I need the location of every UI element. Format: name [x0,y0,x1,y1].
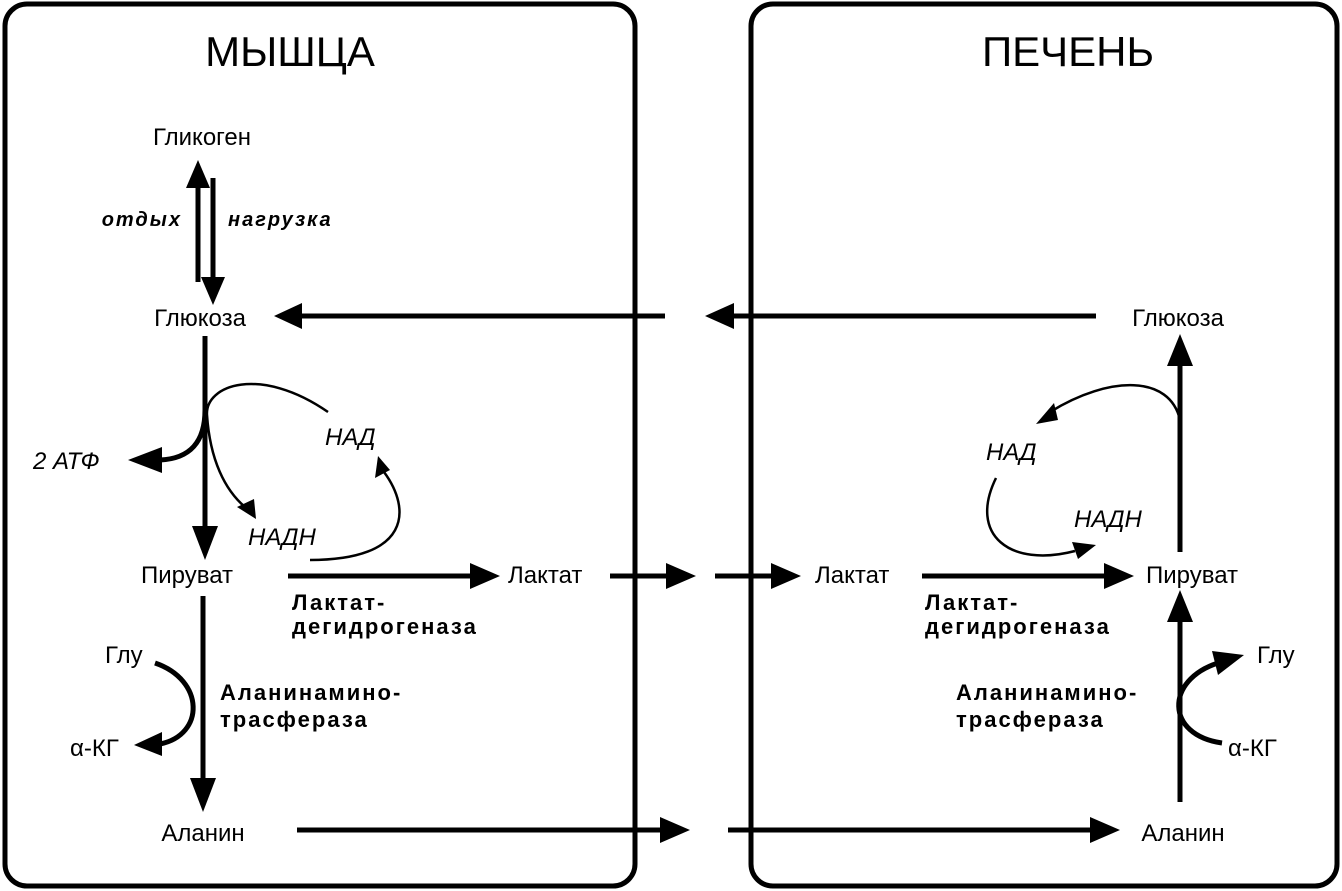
liver-ldh-label-2: дегидрогеназа [925,614,1111,639]
muscle-pyruvate-label: Пируват [141,562,233,589]
liver-nad-label: НАД [986,439,1037,466]
muscle-glu-to-akg-arrow [134,660,196,756]
liver-lactate-to-pyruvate-arrow [922,563,1134,589]
gluconeogenesis-arrow [1167,334,1193,552]
liver-title: ПЕЧЕНЬ [982,28,1154,75]
liver-glu-label: Глу [1257,642,1295,669]
muscle-alt-label-1: Аланинамино- [220,680,402,705]
lactate-transport-arrow-liver-side [715,563,801,589]
liver-akg-label: α-КГ [1228,735,1277,762]
muscle-pyruvate-to-alanine-arrow [190,596,216,812]
liver-pyruvate-label: Пируват [1146,562,1238,589]
muscle-atp-label: 2 АТФ [32,448,100,475]
liver-alt-label-2: трасфераза [956,707,1105,732]
glucose-transport-arrow-liver-side [705,303,1096,329]
liver-lactate-label: Лактат [815,562,889,589]
muscle-akg-label: α-КГ [70,735,119,762]
liver-panel [748,1,1340,889]
muscle-glucose-label: Глюкоза [154,305,247,332]
liver-alt-label-1: Аланинамино- [956,680,1138,705]
liver-nadh-label: НАДН [1074,506,1143,533]
glycolysis-arrow [192,336,218,560]
glucose-transport-arrow-muscle-side [274,303,665,329]
liver-glucose-label: Глюкоза [1132,305,1225,332]
rest-label: отдых [102,209,182,231]
muscle-glu-label: Глу [105,642,143,669]
liver-alanine-label: Аланин [1141,820,1224,847]
glycogenolysis-arrow [201,178,225,305]
muscle-nad-label: НАД [325,424,376,451]
muscle-pyruvate-to-lactate-arrow [288,563,500,589]
load-label: нагрузка [228,209,333,231]
liver-nad-loop [985,384,1182,559]
muscle-glycogen-label: Гликоген [153,124,251,151]
muscle-lactate-label: Лактат [508,562,582,589]
muscle-nad-loop [205,382,401,562]
glycogen-synthesis-arrow [186,160,210,282]
lactate-transport-arrow-muscle-side [610,563,696,589]
muscle-nadh-label: НАДН [248,524,317,551]
alanine-transport-arrow-liver-side [728,817,1120,843]
liver-akg-to-glu-arrow [1176,651,1244,746]
liver-ldh-label-1: Лактат- [925,590,1019,615]
alanine-transport-arrow-muscle-side [297,817,690,843]
muscle-alanine-label: Аланин [161,820,244,847]
muscle-title: МЫШЦА [205,28,375,75]
muscle-ldh-label-1: Лактат- [292,590,386,615]
atp-release-arrow [128,409,208,473]
muscle-alt-label-2: трасфераза [220,707,369,732]
muscle-ldh-label-2: дегидрогеназа [292,614,478,639]
